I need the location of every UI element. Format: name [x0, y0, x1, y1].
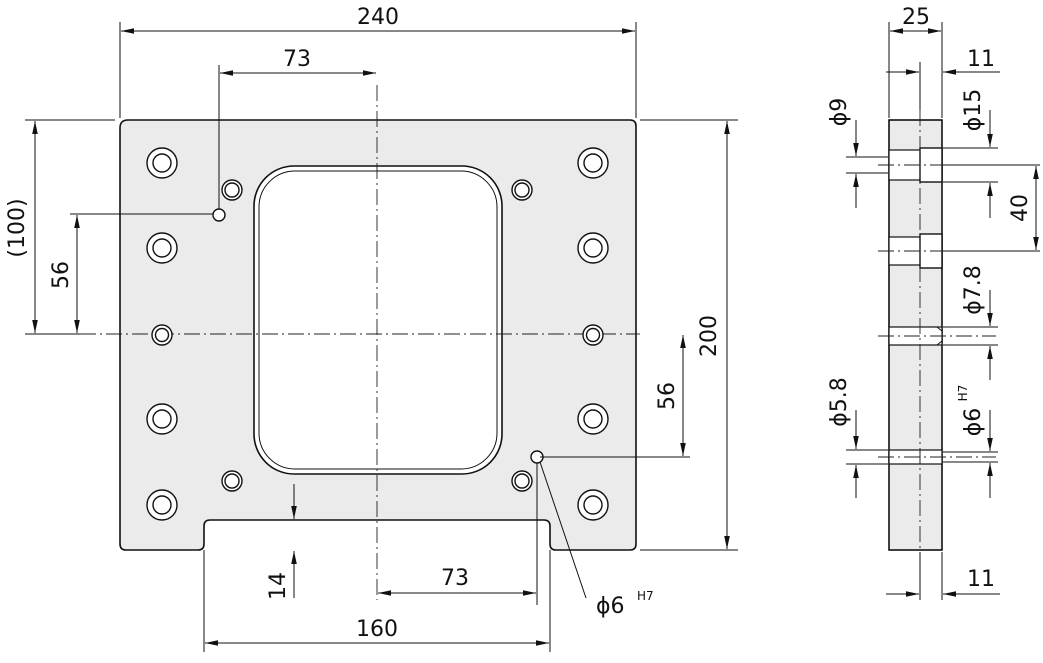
side-view: 25 11 11 ϕ9 ϕ15 40 ϕ7.8 ϕ5.8 ϕ6 H7	[827, 5, 1040, 600]
side-dimension-lines	[853, 28, 1039, 597]
dim-dia-7-8: ϕ7.8	[961, 265, 986, 315]
dim-dia-6: ϕ6	[961, 408, 986, 437]
center-window-inner	[258, 170, 498, 470]
front-view: 240 73 (100) 56 200 56 73 14 160 ϕ6 H7	[5, 5, 738, 652]
dim-11-bottom: 11	[967, 567, 995, 592]
dim-73-top: 73	[283, 47, 311, 72]
dim-56-left: 56	[49, 261, 74, 289]
pin-hole-callout: ϕ6	[596, 594, 625, 619]
middle-holes	[151, 324, 604, 346]
dim-11-top: 11	[967, 47, 995, 72]
counterbore-holes-left	[146, 147, 178, 521]
dim-dia-5-8: ϕ5.8	[827, 377, 852, 427]
dim-dia-15: ϕ15	[961, 89, 986, 132]
side-extension-lines	[846, 22, 1040, 600]
front-dimension-lines	[32, 28, 730, 646]
dim-dia-6-tolerance: H7	[956, 385, 970, 402]
dim-14: 14	[266, 572, 291, 600]
dim-40: 40	[1008, 194, 1033, 222]
dim-160: 160	[356, 617, 398, 642]
dim-25: 25	[902, 5, 930, 30]
dim-56-right: 56	[655, 382, 680, 410]
front-extension-lines	[25, 22, 738, 652]
dim-dia-9: ϕ9	[827, 98, 852, 127]
dim-200: 200	[697, 315, 722, 357]
dim-73-bottom: 73	[441, 566, 469, 591]
pin-hole-tolerance: H7	[637, 589, 654, 603]
counterbore-holes-right	[577, 147, 609, 521]
center-window-outer	[253, 165, 503, 475]
dim-240: 240	[357, 5, 399, 30]
inner-holes	[221, 179, 533, 492]
dim-100-ref: (100)	[5, 198, 30, 257]
